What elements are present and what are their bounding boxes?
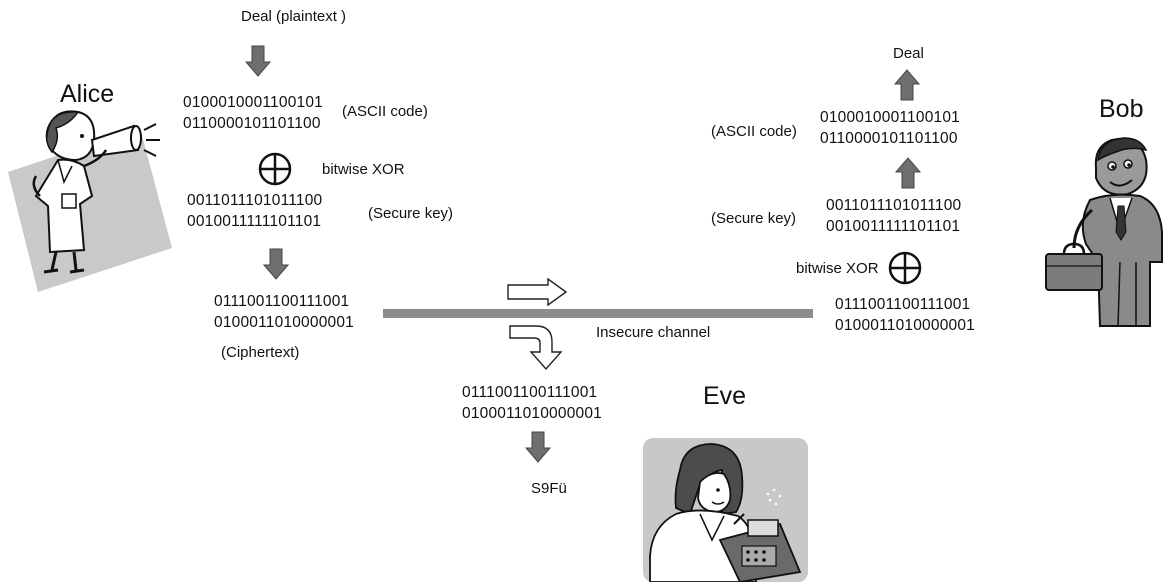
alice-key-label: (Secure key) [368,205,454,222]
bob-illustration [1045,137,1163,327]
insecure-channel-bar [383,309,813,318]
bob-ascii-bits-line-2: 0110000101101100 [820,130,958,147]
alice-cipher-label: (Ciphertext) [221,344,300,361]
bob-arrow-up-1 [894,69,920,101]
eve-intercepted-bits-line-2: 0100011010000001 [462,405,602,422]
bob-name: Bob [1099,95,1144,123]
eve-illustration [643,438,808,582]
eve-intercepted-bits-line-1: 0111001100111001 [462,384,598,401]
bob-cipher-bits-line-2: 0100011010000001 [835,317,975,334]
bob-xor-label: bitwise XOR [796,260,879,277]
alice-illustration [8,110,172,292]
alice-name: Alice [60,80,115,108]
intercept-arrow-icon [509,325,563,371]
bob-xor-icon [888,251,922,285]
eve-name: Eve [703,382,747,410]
bob-key-bits-line-2: 0010011111101101 [826,218,961,235]
alice-cipher-bits-line-2: 0100011010000001 [214,314,354,331]
bob-plaintext-label: Deal [893,45,924,62]
alice-arrow-down-1 [245,45,271,77]
alice-arrow-down-2 [263,248,289,280]
alice-plaintext-label: Deal (plaintext ) [241,8,347,25]
bob-key-bits-line-1: 0011011101011100 [826,197,962,214]
alice-cipher-bits-line-1: 0111001100111001 [214,293,350,310]
eve-decoded-text: S9Fü [531,480,567,497]
alice-key-bits-line-2: 0010011111101101 [187,213,322,230]
alice-xor-label: bitwise XOR [322,161,405,178]
eve-arrow-down [525,431,551,463]
alice-ascii-bits-line-2: 0110000101101100 [183,115,321,132]
transmit-arrow-icon [507,277,568,307]
bob-ascii-label: (ASCII code) [711,123,797,140]
bob-cipher-bits-line-1: 0111001100111001 [835,296,971,313]
bob-ascii-bits-line-1: 0100010001100101 [820,109,960,126]
alice-ascii-bits-line-1: 0100010001100101 [183,94,323,111]
bob-arrow-up-2 [895,157,921,189]
insecure-channel-label: Insecure channel [596,324,711,341]
bob-key-label: (Secure key) [711,210,797,227]
alice-xor-icon [258,152,292,186]
alice-key-bits-line-1: 0011011101011100 [187,192,323,209]
alice-ascii-label: (ASCII code) [342,103,428,120]
